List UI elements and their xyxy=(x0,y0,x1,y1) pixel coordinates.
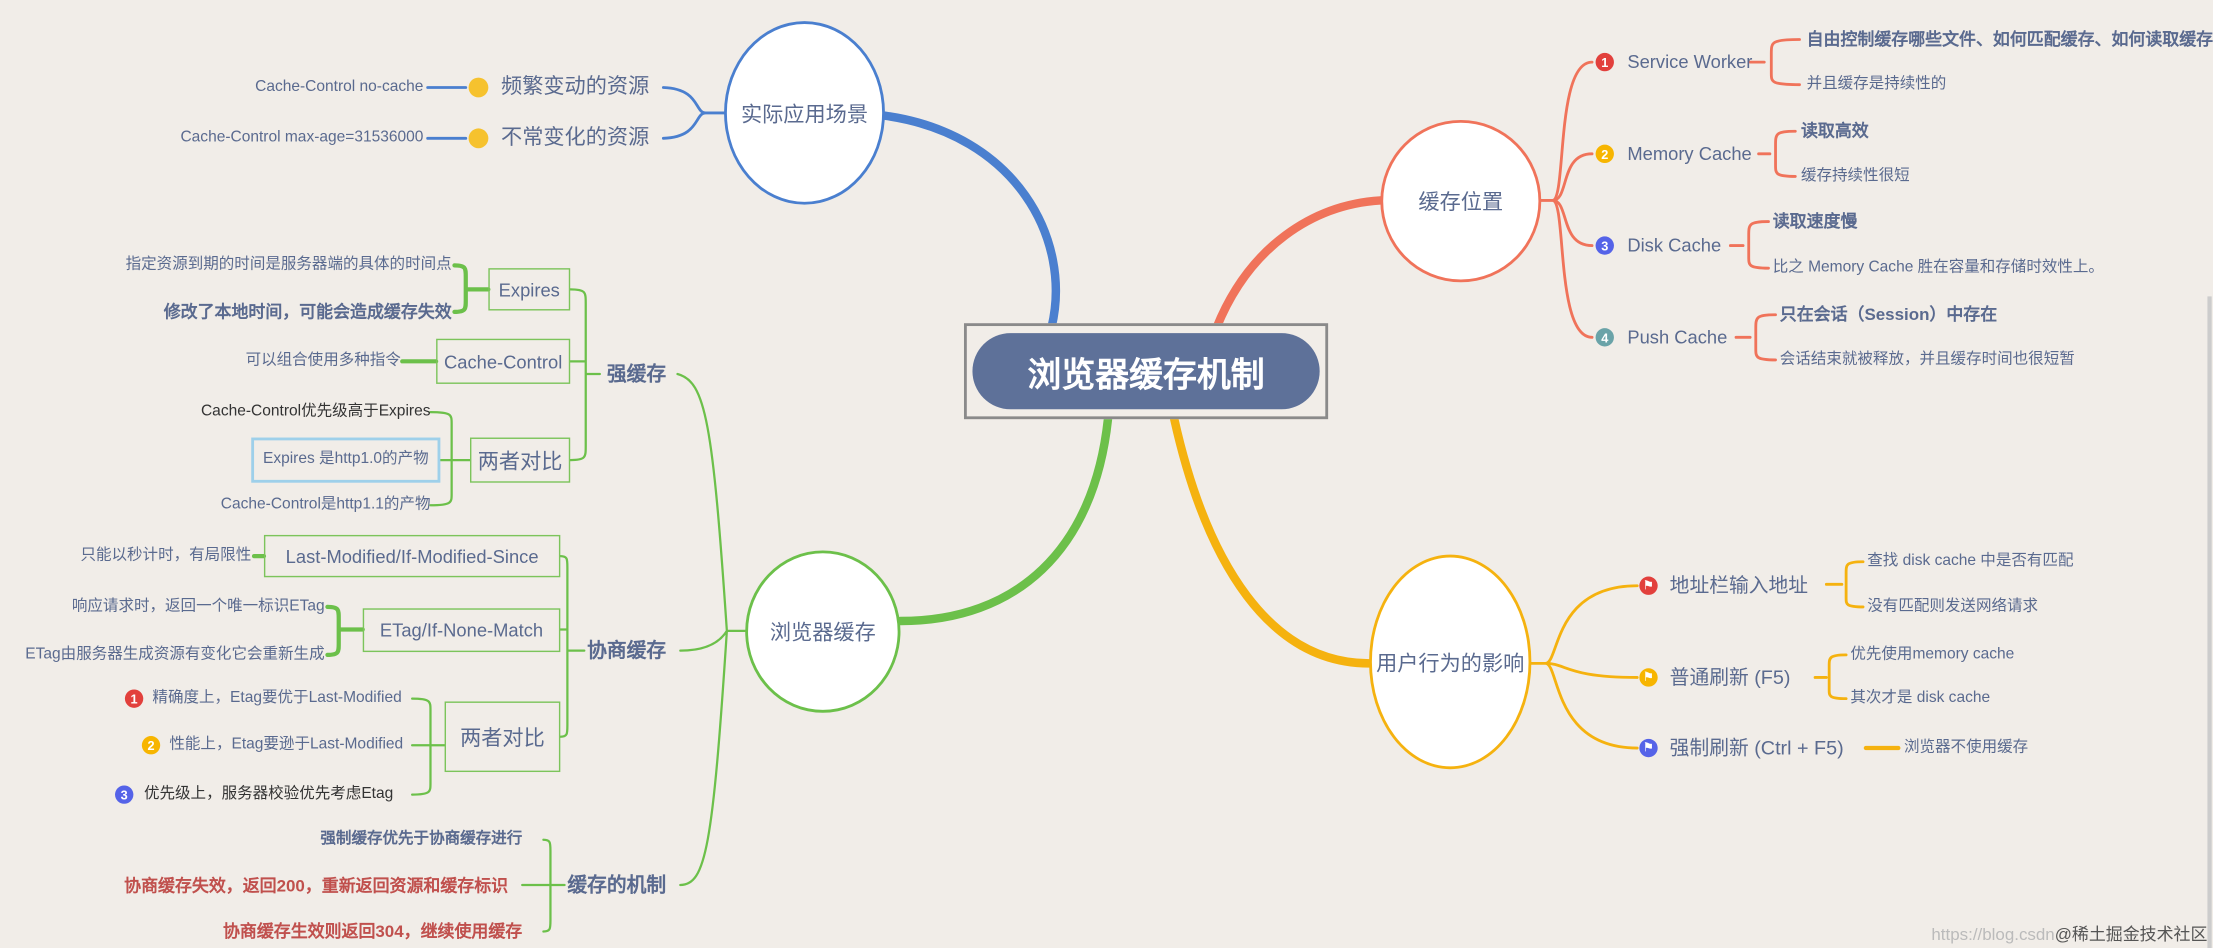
branch-orange xyxy=(1212,196,1385,332)
branch-blue xyxy=(880,111,1060,332)
location-disk-cache[interactable]: Disk Cache xyxy=(1627,234,1722,256)
number-2-icon: 2 xyxy=(141,736,161,755)
blue-flag-icon: ⚑ xyxy=(1639,738,1658,758)
topic-scenarios[interactable]: 实际应用场景 xyxy=(724,21,885,205)
yellow-flag-icon: ⚑ xyxy=(1639,668,1658,687)
mechanism-label[interactable]: 缓存的机制 xyxy=(567,873,667,896)
branch-green xyxy=(896,414,1113,626)
red-flag-icon: ⚑ xyxy=(1639,576,1658,595)
location-service-worker[interactable]: Service Worker xyxy=(1627,51,1753,73)
last-modified-note[interactable]: 只能以秒计时，有局限性 xyxy=(80,546,252,564)
topic-label: 用户行为的影响 xyxy=(1376,651,1525,676)
scenario-stable-note[interactable]: Cache-Control max-age=31536000 xyxy=(180,129,424,146)
negotiated-cache-label[interactable]: 协商缓存 xyxy=(587,638,667,662)
mechanism-note[interactable]: 强制缓存优先于协商缓存进行 xyxy=(320,830,523,848)
central-topic-label: 浏览器缓存机制 xyxy=(972,333,1320,410)
behavior-note[interactable]: 优先使用memory cache xyxy=(1850,645,2015,663)
strong-compare-note[interactable]: Cache-Control优先级高于Expires xyxy=(200,402,431,420)
location-note[interactable]: 比之 Memory Cache 胜在容量和存储时效性上。 xyxy=(1772,258,2104,276)
number-1-icon: 1 xyxy=(124,689,144,708)
behavior-note[interactable]: 其次才是 disk cache xyxy=(1850,689,1991,707)
scenario-frequent[interactable]: 频繁变动的资源 xyxy=(501,74,650,99)
negotiated-compare-box[interactable]: 两者对比 xyxy=(444,701,561,773)
location-note[interactable]: 并且缓存是持续性的 xyxy=(1806,75,1947,93)
mechanism-note[interactable]: 协商缓存生效则返回304，继续使用缓存 xyxy=(222,921,523,942)
topic-user-behavior[interactable]: 用户行为的影响 xyxy=(1369,554,1532,770)
watermark-brand: @稀土掘金技术社区 xyxy=(2054,924,2208,945)
watermark: https://blog.csdn@稀土掘金技术社区 xyxy=(1931,922,2207,946)
location-push-cache[interactable]: Push Cache xyxy=(1627,326,1728,348)
number-4-icon: 4 xyxy=(1595,328,1614,347)
location-note[interactable]: 自由控制缓存哪些文件、如何匹配缓存、如何读取缓存 xyxy=(1806,29,2213,50)
number-3-icon: 3 xyxy=(1595,236,1614,255)
etag-box[interactable]: ETag/If-None-Match xyxy=(362,608,561,653)
cache-control-note[interactable]: 可以组合使用多种指令 xyxy=(245,352,401,369)
location-note[interactable]: 缓存持续性很短 xyxy=(1800,167,1910,185)
mechanism-note[interactable]: 协商缓存失效，返回200，重新返回资源和缓存标识 xyxy=(124,876,509,896)
expires-note[interactable]: 指定资源到期的时间是服务器端的具体的时间点 xyxy=(125,256,452,273)
behavior-note[interactable]: 没有匹配则发送网络请求 xyxy=(1867,597,2039,615)
negotiated-compare-note[interactable]: 性能上，Etag要逊于Last-Modified xyxy=(169,735,404,753)
behavior-address-bar[interactable]: 地址栏输入地址 xyxy=(1669,573,1809,597)
scenario-frequent-note[interactable]: Cache-Control no-cache xyxy=(255,78,424,96)
behavior-normal-refresh[interactable]: 普通刷新 (F5) xyxy=(1669,665,1791,689)
negotiated-compare-note[interactable]: 精确度上，Etag要优于Last-Modified xyxy=(152,689,402,707)
tongue-emoji-icon xyxy=(468,77,489,98)
strong-compare-note[interactable]: Expires 是http1.0的产物 xyxy=(251,437,441,483)
watermark-url: https://blog.csdn xyxy=(1931,924,2055,945)
behavior-force-refresh[interactable]: 强制刷新 (Ctrl + F5) xyxy=(1669,736,1844,759)
topic-label: 实际应用场景 xyxy=(740,102,869,127)
expires-box[interactable]: Expires xyxy=(488,268,571,311)
number-3-icon: 3 xyxy=(115,785,134,804)
cache-control-box[interactable]: Cache-Control xyxy=(436,338,571,384)
strong-compare-box[interactable]: 两者对比 xyxy=(469,437,571,483)
central-topic[interactable]: 浏览器缓存机制 xyxy=(963,323,1329,420)
smile-emoji-icon xyxy=(468,128,489,149)
etag-note[interactable]: 响应请求时，返回一个唯一标识ETag xyxy=(71,597,325,615)
etag-note[interactable]: ETag由服务器生成资源有变化它会重新生成 xyxy=(25,645,325,663)
behavior-note[interactable]: 查找 disk cache 中是否有匹配 xyxy=(1867,552,2074,570)
last-modified-box[interactable]: Last-Modified/If-Modified-Since xyxy=(263,534,561,578)
behavior-note[interactable]: 浏览器不使用缓存 xyxy=(1903,738,2029,756)
scenario-stable[interactable]: 不常变化的资源 xyxy=(501,125,650,150)
location-note[interactable]: 读取速度慢 xyxy=(1772,211,1858,232)
scrollbar[interactable] xyxy=(2207,296,2212,948)
location-note[interactable]: 读取高效 xyxy=(1800,121,1869,141)
strong-cache-label[interactable]: 强缓存 xyxy=(606,362,667,385)
branch-yellow xyxy=(1170,414,1374,668)
strong-compare-note[interactable]: Cache-Control是http1.1的产物 xyxy=(220,495,431,513)
expires-note[interactable]: 修改了本地时间，可能会造成缓存失效 xyxy=(163,301,452,322)
negotiated-compare-note[interactable]: 优先级上，服务器校验优先考虑Etag xyxy=(143,785,394,803)
topic-cache-location[interactable]: 缓存位置 xyxy=(1380,119,1542,283)
topic-label: 缓存位置 xyxy=(1418,190,1504,215)
location-memory-cache[interactable]: Memory Cache xyxy=(1627,142,1752,165)
location-note[interactable]: 会话结束就被释放，并且缓存时间也很短暂 xyxy=(1779,350,2075,368)
number-2-icon: 2 xyxy=(1595,144,1614,164)
number-1-icon: 1 xyxy=(1595,52,1614,72)
topic-browser-cache[interactable]: 浏览器缓存 xyxy=(745,550,901,713)
location-note[interactable]: 只在会话（Session）中存在 xyxy=(1779,304,1998,325)
topic-label: 浏览器缓存 xyxy=(769,621,876,646)
